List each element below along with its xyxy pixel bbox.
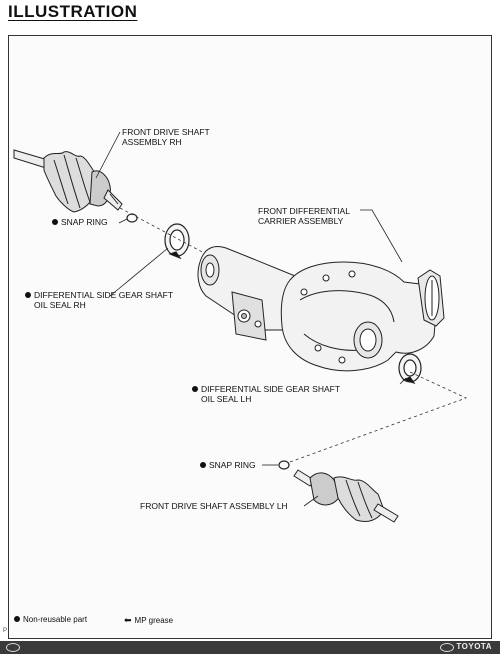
snap-ring-rh	[126, 213, 138, 223]
drive-shaft-rh-drawing	[13, 149, 123, 213]
differential-carrier-drawing	[197, 246, 445, 372]
page-title: ILLUSTRATION	[8, 2, 138, 21]
non-reusable-bullet-icon	[52, 219, 58, 225]
oil-seal-rh-drawing	[164, 223, 190, 260]
grease-arrow-icon: ⬅	[124, 615, 132, 625]
oil-seal-lh-drawing	[398, 353, 422, 385]
legend-mp-grease: ⬅MP grease	[124, 615, 174, 625]
footer-bar: TOYOTA	[0, 641, 500, 654]
label-front-drive-shaft-rh: FRONT DRIVE SHAFT ASSEMBLY RH	[122, 127, 210, 147]
toyota-logo-icon	[440, 643, 454, 652]
legend-non-reusable: Non-reusable part	[14, 615, 87, 624]
label-snap-ring-lower: SNAP RING	[200, 460, 256, 470]
label-oil-seal-lh: DIFFERENTIAL SIDE GEAR SHAFT OIL SEAL LH	[192, 384, 340, 404]
non-reusable-legend-icon	[14, 616, 20, 622]
label-snap-ring-upper: SNAP RING	[52, 217, 108, 227]
leader-lines	[95, 131, 407, 507]
label-front-differential-carrier: FRONT DIFFERENTIAL CARRIER ASSEMBLY	[258, 206, 350, 226]
drive-shaft-lh-drawing	[293, 469, 399, 523]
snap-ring-lh	[278, 460, 290, 470]
non-reusable-bullet-icon	[25, 292, 31, 298]
non-reusable-bullet-icon	[200, 462, 206, 468]
non-reusable-bullet-icon	[192, 386, 198, 392]
label-oil-seal-rh: DIFFERENTIAL SIDE GEAR SHAFT OIL SEAL RH	[25, 290, 173, 310]
toyota-logo-icon	[6, 643, 20, 652]
axis-line-lower	[289, 371, 468, 463]
axis-line-upper	[119, 207, 207, 255]
label-front-drive-shaft-lh: FRONT DRIVE SHAFT ASSEMBLY LH	[140, 501, 288, 511]
brand-name: TOYOTA	[456, 642, 492, 651]
page-mark: P	[3, 628, 8, 634]
